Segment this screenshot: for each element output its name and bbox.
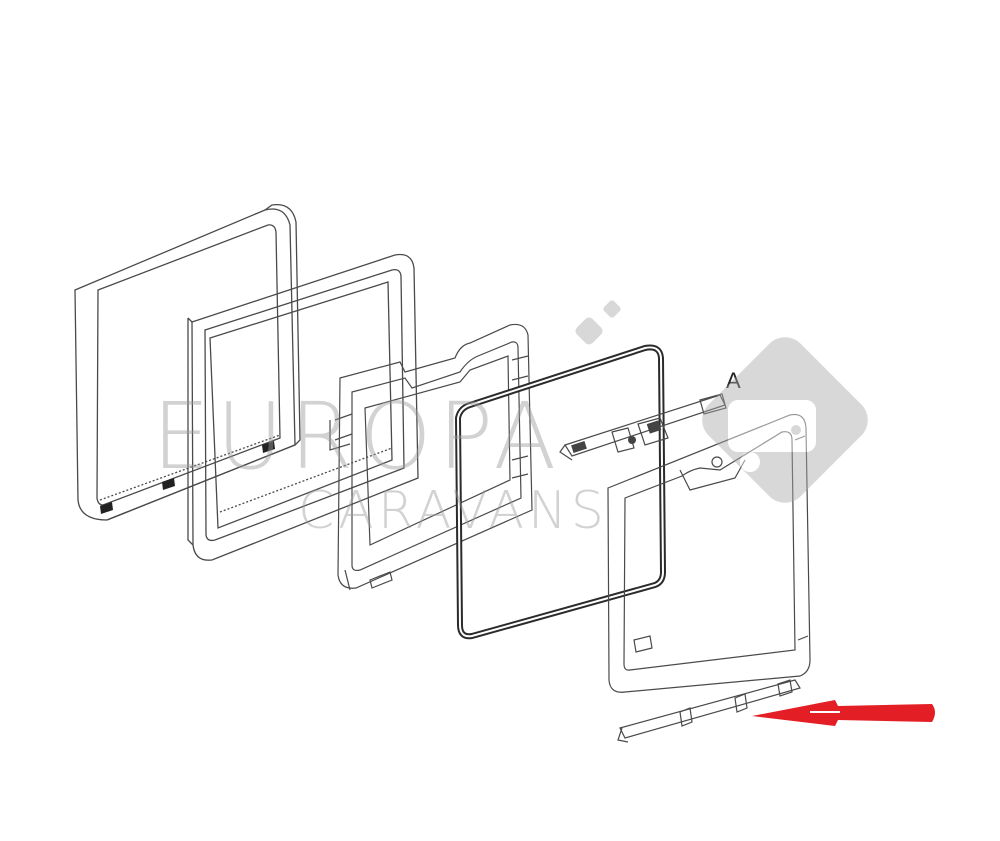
latch-rail	[617, 679, 801, 743]
outer-frame	[74, 203, 301, 521]
highlight-arrow	[752, 700, 935, 726]
window-pane-frame	[607, 413, 811, 693]
watermark-line2: CARAVANS	[298, 481, 608, 541]
caravan-logo-icon	[575, 300, 868, 503]
watermark: EUROPA CARAVANS	[152, 300, 868, 541]
outer-frame-clips	[100, 441, 275, 514]
mounting-frame	[329, 323, 533, 591]
inner-frame	[187, 253, 419, 561]
label-a: A	[726, 368, 741, 393]
watermark-line1: EUROPA	[152, 383, 562, 490]
hinge-dark-parts	[571, 420, 662, 453]
rubber-seal-inner	[456, 346, 665, 638]
hinge-mechanism-a	[559, 393, 727, 461]
